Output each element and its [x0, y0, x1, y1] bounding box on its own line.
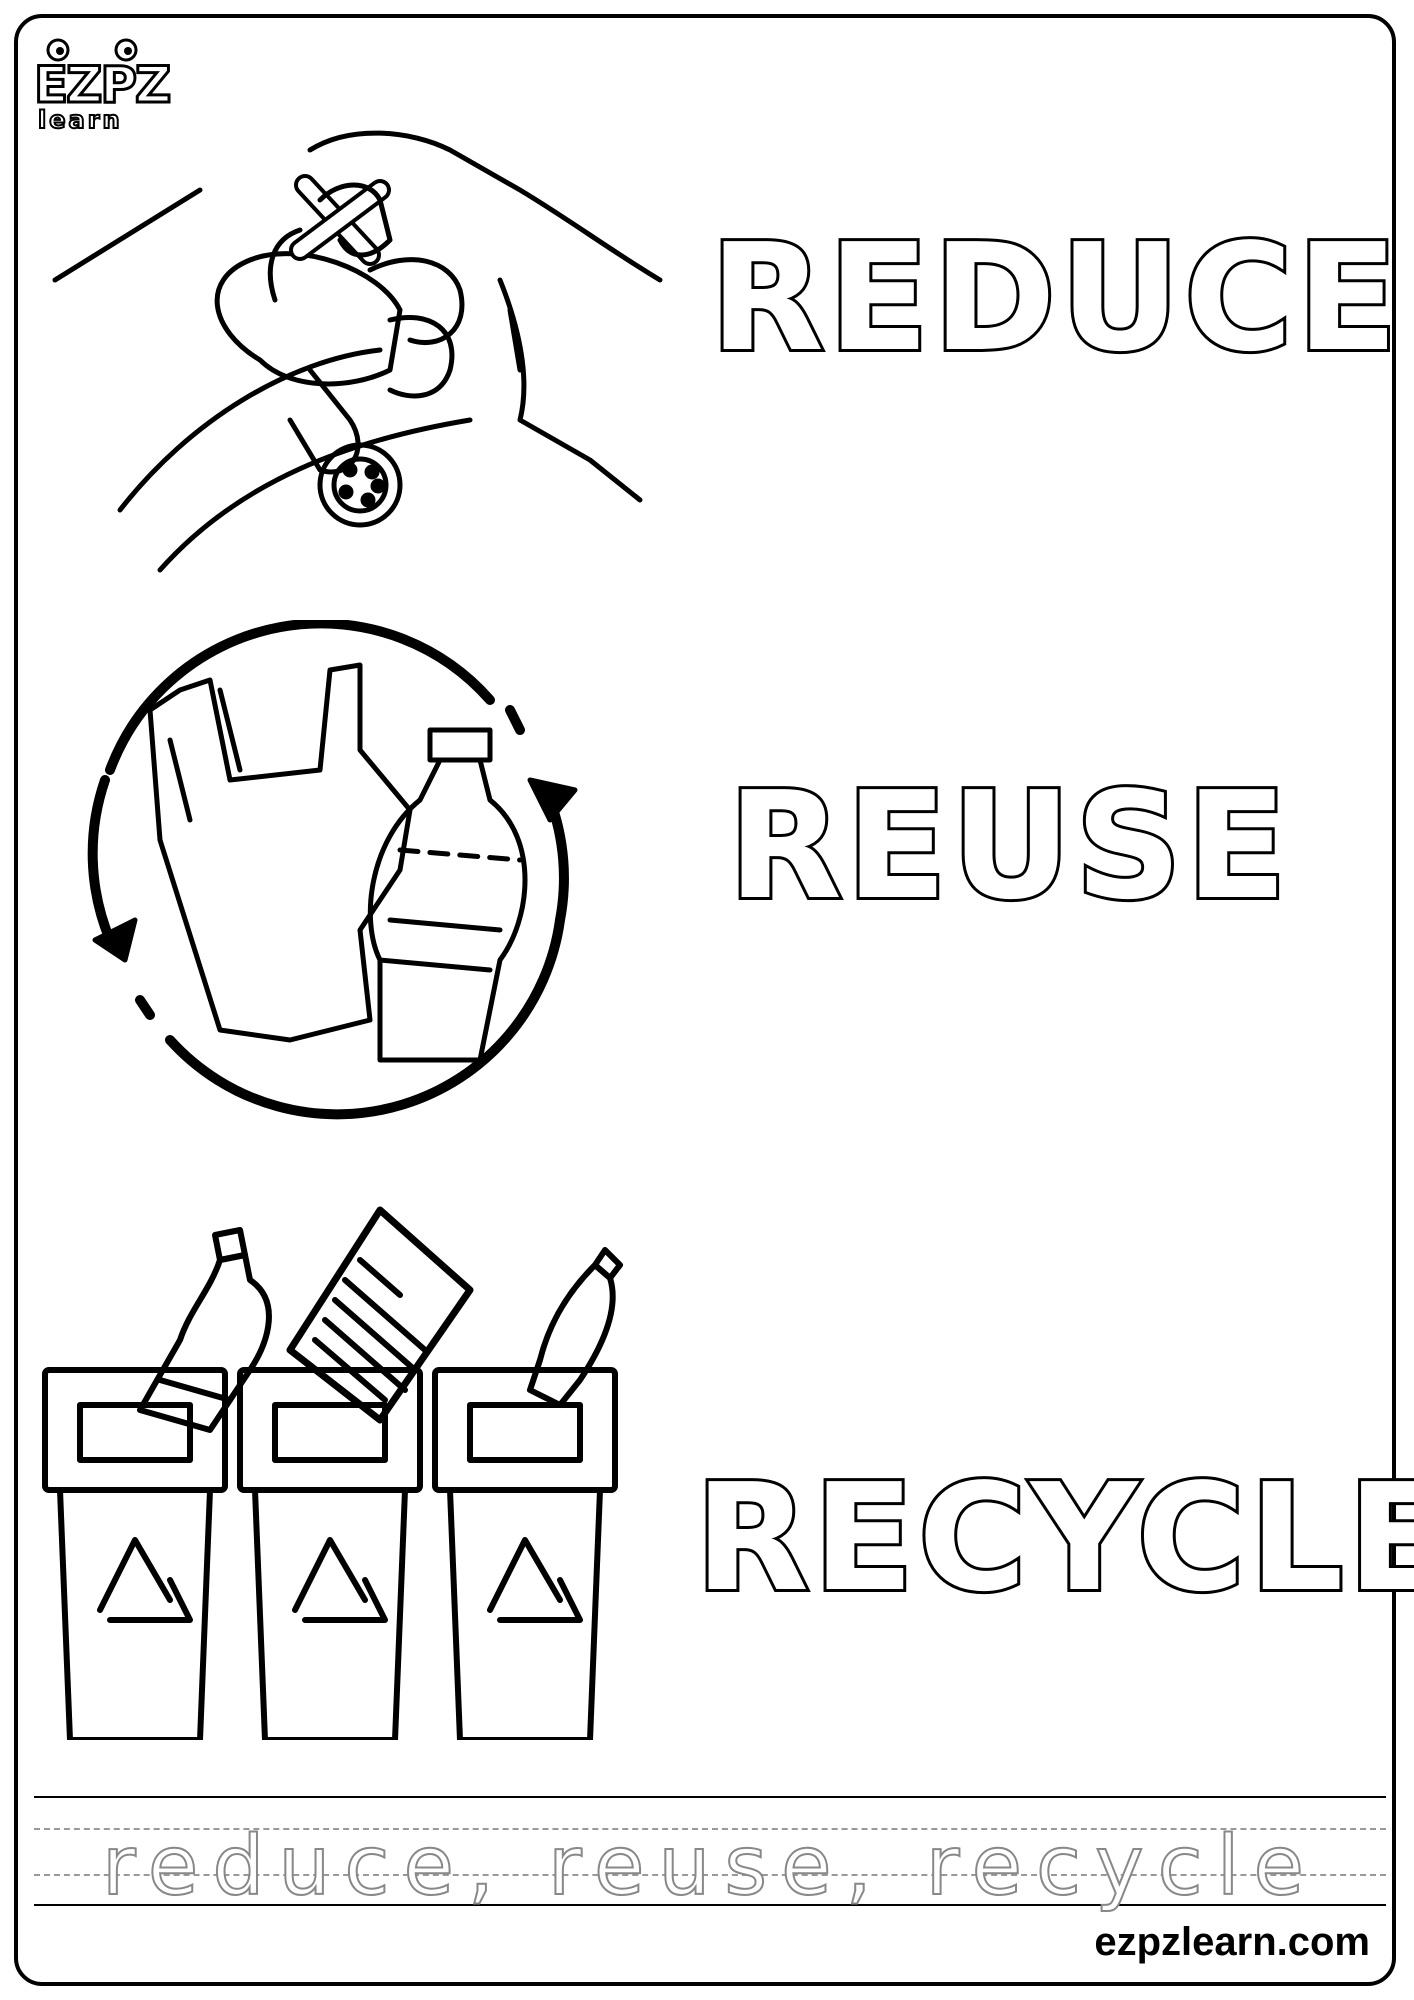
recycle-symbol-icon — [97, 1537, 583, 1623]
tracing-bottom-line — [34, 1904, 1386, 1906]
tracing-base-line — [34, 1874, 1386, 1876]
tracing-text: reduce, reuse, recycle — [101, 1819, 1318, 1914]
tracing-top-line — [34, 1796, 1386, 1798]
page-frame — [14, 14, 1396, 1986]
tracing-area: reduce, reuse, recycle — [34, 1796, 1386, 1924]
word-reuse: REUSE — [725, 760, 1291, 932]
logo-text-top: EZPZ — [32, 56, 172, 114]
tracing-mid-line — [34, 1828, 1386, 1830]
logo-eyes-icon — [46, 38, 138, 62]
recycle-bins-icon — [42, 1206, 623, 1740]
ezpz-logo: EZPZ learn — [30, 22, 180, 134]
footer-site: ezpzlearn.com — [1094, 1920, 1370, 1964]
faucet-hand-icon — [52, 130, 663, 573]
logo-text-bottom: learn — [37, 106, 123, 134]
word-recycle: RECYCLE — [692, 1452, 1414, 1624]
word-reduce: REDUCE — [707, 212, 1402, 384]
bag-bottle-cycle-icon — [87, 620, 578, 1120]
